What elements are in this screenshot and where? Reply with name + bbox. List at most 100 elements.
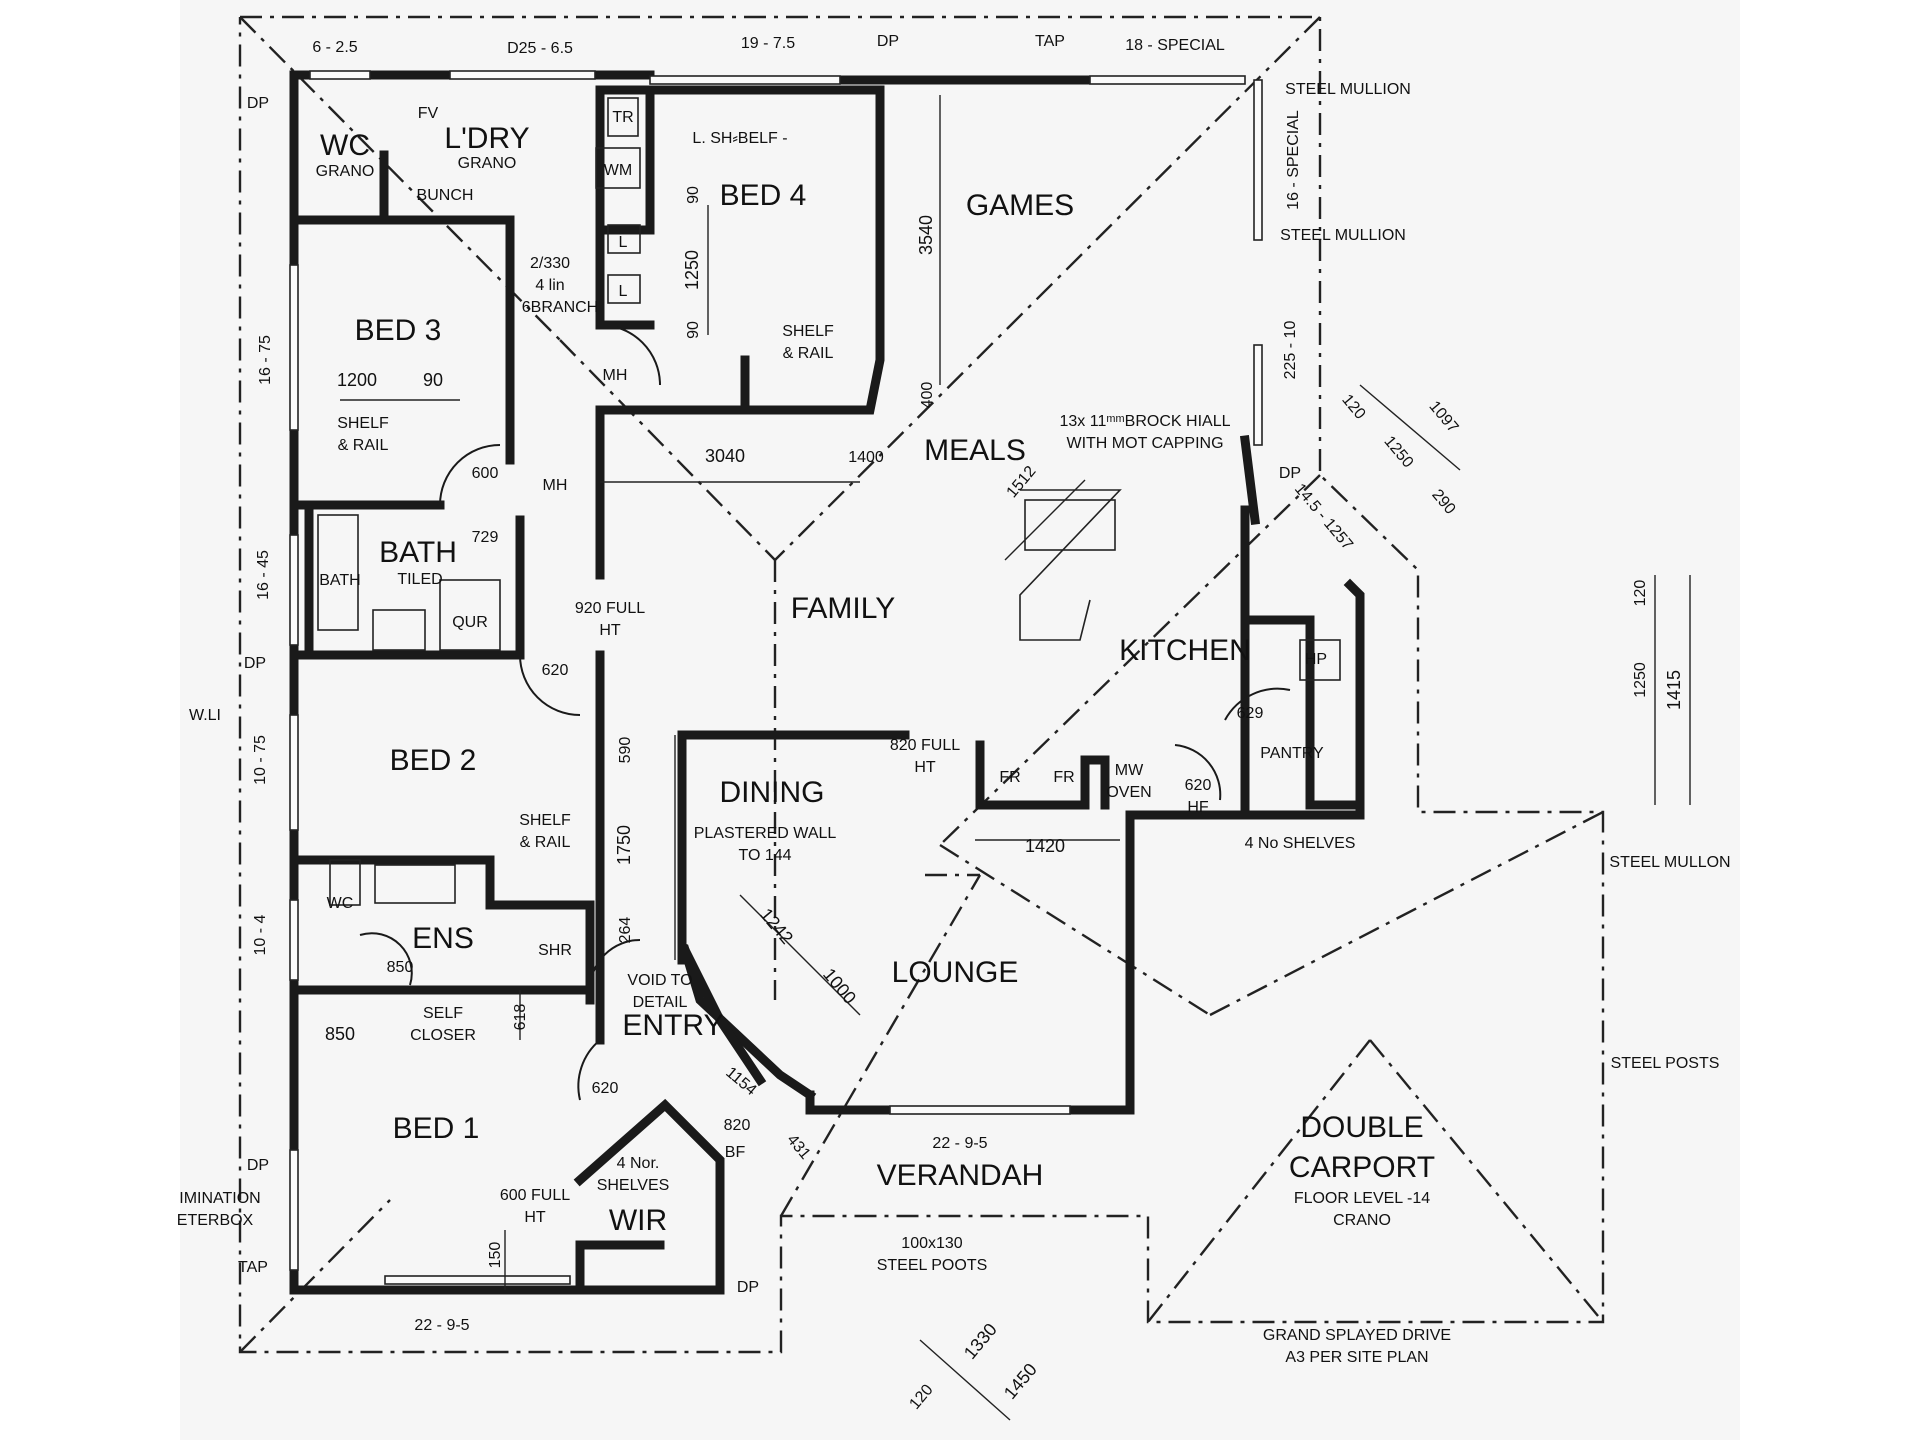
note-plastered-1: PLASTERED WALL: [694, 825, 837, 842]
room-dining: DINING: [720, 776, 825, 809]
note-floor-level: FLOOR LEVEL -14: [1294, 1190, 1430, 1207]
dim-590: 590: [617, 737, 634, 764]
dim-3540: 3540: [916, 215, 936, 255]
dim-90-c: 90: [423, 370, 443, 390]
room-bed3: BED 3: [355, 314, 442, 347]
note-illumination: IMINATION: [179, 1190, 260, 1207]
dim-120-r: 120: [1632, 580, 1649, 607]
dim-left-1: 16 - 75: [257, 335, 274, 385]
note-full-ht-2a: 820 FULL: [890, 737, 960, 754]
note-bf: BF: [725, 1144, 746, 1161]
room-wir: WIR: [609, 1204, 667, 1237]
room-games: GAMES: [966, 189, 1074, 222]
note-self-closer-1: SELF: [423, 1005, 463, 1022]
dim-1750: 1750: [614, 825, 634, 865]
note-shelf-rail-bed2-2: & RAIL: [520, 834, 571, 851]
dim-3040: 3040: [705, 446, 745, 466]
carport-title-1: DOUBLE: [1300, 1111, 1423, 1144]
dim-1330: 1330: [960, 1319, 1001, 1363]
note-qur: QUR: [452, 614, 488, 631]
dim-629: 629: [1237, 705, 1264, 722]
note-mh-2: MH: [543, 477, 568, 494]
note-shelves-4: 4 No SHELVES: [1245, 835, 1356, 852]
room-lounge: LOUNGE: [892, 956, 1019, 989]
note-full-ht-2b: HT: [914, 759, 936, 776]
dim-verandah: 22 - 9-5: [932, 1135, 987, 1152]
note-l-upper: L: [619, 234, 628, 251]
dim-1097: 1097: [1425, 398, 1461, 436]
room-entry: ENTRY: [622, 1009, 723, 1042]
dim-145: 14.5 - 1257: [1291, 481, 1356, 554]
dim-left-3: 10 - 75: [252, 735, 269, 785]
dim-431: 431: [783, 1131, 813, 1162]
room-bed2: BED 2: [390, 744, 477, 777]
dim-120-a: 120: [1338, 391, 1368, 422]
dim-left-4: 10 - 4: [252, 914, 269, 955]
note-special-16: 16 - SPECIAL: [1285, 110, 1302, 210]
note-shelf-rail-bed4-2: & RAIL: [783, 345, 834, 362]
dim-400: 400: [919, 382, 936, 409]
note-brock-2: WITH MOT CAPPING: [1066, 435, 1223, 452]
dim-620-b: 620: [592, 1080, 619, 1097]
note-steel-mullon: STEEL MULLON: [1609, 854, 1730, 871]
note-bath-small: BATH: [319, 572, 360, 589]
note-crano: CRANO: [1333, 1212, 1391, 1229]
room-bed1: BED 1: [393, 1112, 480, 1145]
note-full-ht-3b: HT: [524, 1209, 546, 1226]
note-void-1: VOID TO: [627, 972, 692, 989]
note-hf-1: 620: [1185, 777, 1212, 794]
dim-850-b: 850: [325, 1024, 355, 1044]
dim-90-b: 90: [685, 321, 702, 339]
dim-1420: 1420: [1025, 836, 1065, 856]
dim-850-a: 850: [387, 959, 414, 976]
dim-1250-r: 1250: [1632, 662, 1649, 698]
room-wc: WC: [320, 129, 370, 162]
note-shelf-rail-bed3-2: & RAIL: [338, 437, 389, 454]
room-bath: BATH: [379, 536, 457, 569]
room-family: FAMILY: [791, 592, 895, 625]
room-bed4: BED 4: [720, 179, 807, 212]
note-mw-2: OVEN: [1106, 784, 1151, 801]
note-grano-wc: GRANO: [316, 163, 375, 180]
note-steel-poots-1: 100x130: [901, 1235, 962, 1252]
dim-1450: 1450: [1000, 1359, 1041, 1403]
note-bunch: BUNCH: [417, 187, 474, 204]
dim-90-a: 90: [685, 186, 702, 204]
note-steel-mullion-2: STEEL MULLION: [1280, 227, 1406, 244]
scanned-paper: [180, 0, 1740, 1440]
dimension-lines: [340, 95, 1691, 1421]
note-tap-top: TAP: [1035, 33, 1065, 50]
note-full-ht-1a: 920 FULL: [575, 600, 645, 617]
note-steel-poots-2: STEEL POOTS: [877, 1257, 988, 1274]
note-branch-2: 4 lin: [535, 277, 564, 294]
room-meals: MEALS: [924, 434, 1026, 467]
dim-top-3: 19 - 7.5: [741, 35, 795, 52]
note-shower: SHR: [538, 942, 572, 959]
room-laundry: L'DRY: [444, 122, 529, 155]
room-labels: GAMES BED 4 L'DRY WC BED 3 BATH FAMILY M…: [320, 122, 1435, 1237]
note-hp: HP: [1305, 651, 1327, 668]
note-branch-1: 2/330: [530, 255, 570, 272]
note-tr: TR: [612, 109, 633, 126]
windows: [289, 70, 1263, 1285]
dim-264: 264: [617, 917, 634, 944]
note-full-ht-3a: 600 FULL: [500, 1187, 570, 1204]
note-shelf-rail-bed2-1: SHELF: [519, 812, 571, 829]
note-l-lower: L: [619, 283, 628, 300]
note-wc-ens: WC: [327, 895, 354, 912]
note-wm: WM: [604, 162, 632, 179]
dim-left-2: 16 - 45: [255, 550, 272, 600]
annotations: GRANO GRANO BUNCH FV TR WM L L L. SH⸗BEL…: [177, 33, 1731, 1366]
note-tap-bottom: TAP: [238, 1259, 268, 1276]
dim-620-a: 620: [542, 662, 569, 679]
note-special-18: 18 - SPECIAL: [1125, 37, 1225, 54]
fixtures: [317, 97, 1341, 1101]
note-fridge-1: FR: [999, 769, 1020, 786]
dim-bottom-1: 22 - 9-5: [414, 1317, 469, 1334]
note-mw-1: MW: [1115, 762, 1144, 779]
note-dp-2: DP: [877, 33, 899, 50]
walls: [289, 70, 1365, 1295]
dim-top-2: D25 - 6.5: [507, 40, 573, 57]
note-dp-1: DP: [247, 95, 269, 112]
